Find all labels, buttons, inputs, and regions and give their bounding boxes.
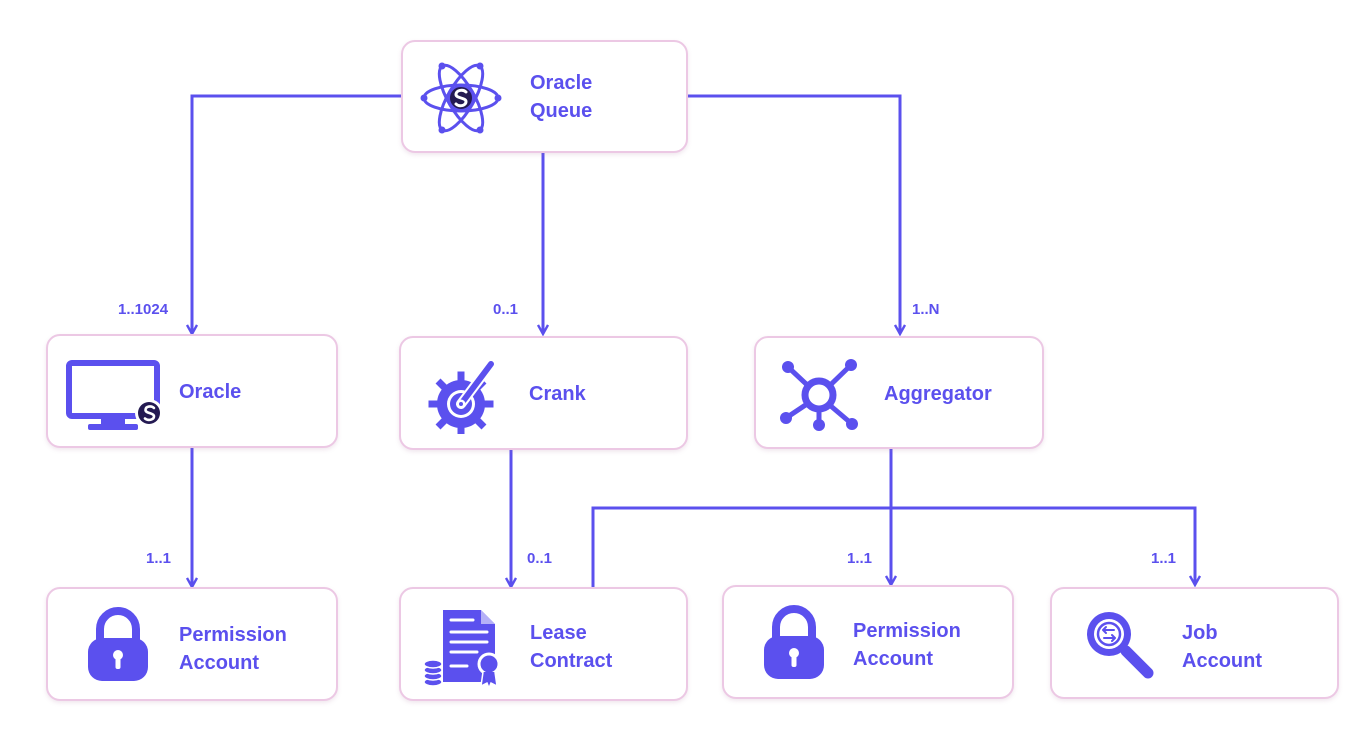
node-title-line1: Permission <box>853 620 961 642</box>
node-permission-account-right[interactable]: Permission Account <box>722 585 1014 699</box>
network-hub-icon <box>780 359 858 431</box>
node-oracle-queue[interactable]: Oracle Queue <box>401 40 688 153</box>
atom-icon <box>420 62 502 134</box>
padlock-icon <box>88 607 148 681</box>
multiplicity-aggregator-permission: 1..1 <box>847 550 873 567</box>
multiplicity-oracle-permission: 1..1 <box>146 550 172 567</box>
node-title-line1: Oracle <box>179 381 242 403</box>
node-title-line2: Account <box>853 648 933 670</box>
multiplicity-queue-aggregator: 1..N <box>912 301 940 318</box>
multiplicity-queue-crank: 0..1 <box>493 301 519 318</box>
edge-queue-to-oracle <box>192 94 402 334</box>
edge-aggregator-branch <box>591 506 1195 587</box>
node-title-line1: Permission <box>179 624 287 646</box>
crank-gear-icon <box>428 359 496 434</box>
node-title-line1: Lease <box>530 622 587 644</box>
node-title-line2: Contract <box>530 650 613 672</box>
multiplicity-queue-oracle: 1..1024 <box>118 301 169 318</box>
node-job-account[interactable]: Job Account <box>1050 587 1339 699</box>
node-title-line1: Crank <box>529 383 586 405</box>
contract-certificate-icon <box>423 610 501 690</box>
node-permission-account-left[interactable]: Permission Account <box>46 587 338 701</box>
node-aggregator[interactable]: Aggregator <box>754 336 1044 449</box>
node-title-line1: Aggregator <box>884 383 992 405</box>
node-title-line1: Job <box>1182 622 1218 644</box>
magnifier-icon <box>1087 612 1154 679</box>
node-oracle[interactable]: Oracle <box>46 334 338 448</box>
node-lease-contract[interactable]: Lease Contract <box>399 587 688 701</box>
monitor-icon <box>66 360 163 430</box>
multiplicity-crank-lease: 0..1 <box>527 550 553 567</box>
node-title-line1: Oracle <box>530 72 593 94</box>
node-title-line2: Account <box>179 652 259 674</box>
node-title-line2: Queue <box>530 100 593 122</box>
node-crank[interactable]: Crank <box>399 336 688 450</box>
padlock-icon <box>764 605 824 679</box>
edge-queue-to-aggregator <box>686 94 900 334</box>
multiplicity-aggregator-job: 1..1 <box>1151 550 1177 567</box>
node-title-line2: Account <box>1182 650 1262 672</box>
